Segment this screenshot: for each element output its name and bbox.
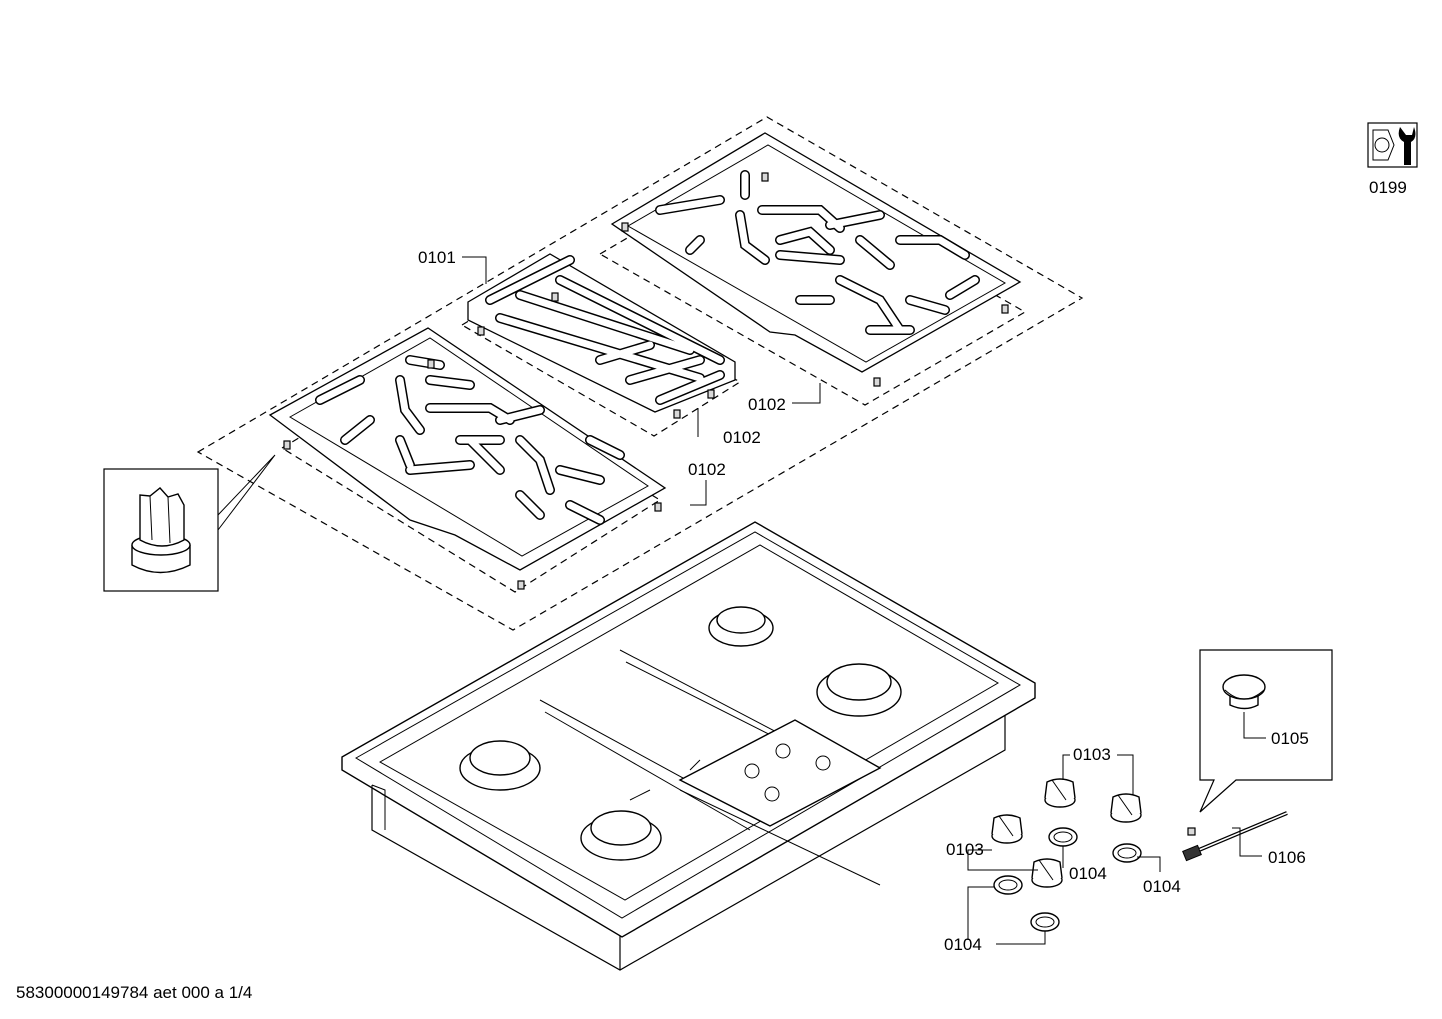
ignition-wire [1182,811,1288,862]
knob-rings [993,827,1142,932]
control-knobs [991,778,1142,888]
leader-lines [462,256,1266,945]
knob-4 [1031,858,1063,888]
cooktop [341,521,1036,971]
detail-box-rubber-foot [103,454,276,592]
grate-middle [467,253,736,413]
knob-2 [1110,793,1142,823]
label-ring-right: 0104 [1143,877,1181,896]
label-knob-left: 0103 [946,840,984,859]
label-button-cap: 0105 [1271,729,1309,748]
label-grate-middle: 0101 [418,248,456,267]
knob-3 [991,814,1023,844]
tool-icon-label: 0199 [1369,178,1407,197]
detail-box-button-cap [1199,649,1333,813]
label-knob-top: 0103 [1073,745,1111,764]
tool-wrench-icon [1367,122,1418,168]
grate-left [268,327,667,571]
label-ring-bottom: 0104 [944,935,982,954]
document-id: 58300000149784 aet 000 a 1/4 [16,983,252,1002]
label-ring-middle: 0104 [1069,864,1107,883]
rubber-feet [283,172,1009,590]
label-feet-middle: 0102 [723,428,761,447]
label-feet-right: 0102 [748,395,786,414]
knob-1 [1044,778,1076,808]
label-wire: 0106 [1268,848,1306,867]
grate-right [610,132,1022,373]
label-feet-left: 0102 [688,460,726,479]
